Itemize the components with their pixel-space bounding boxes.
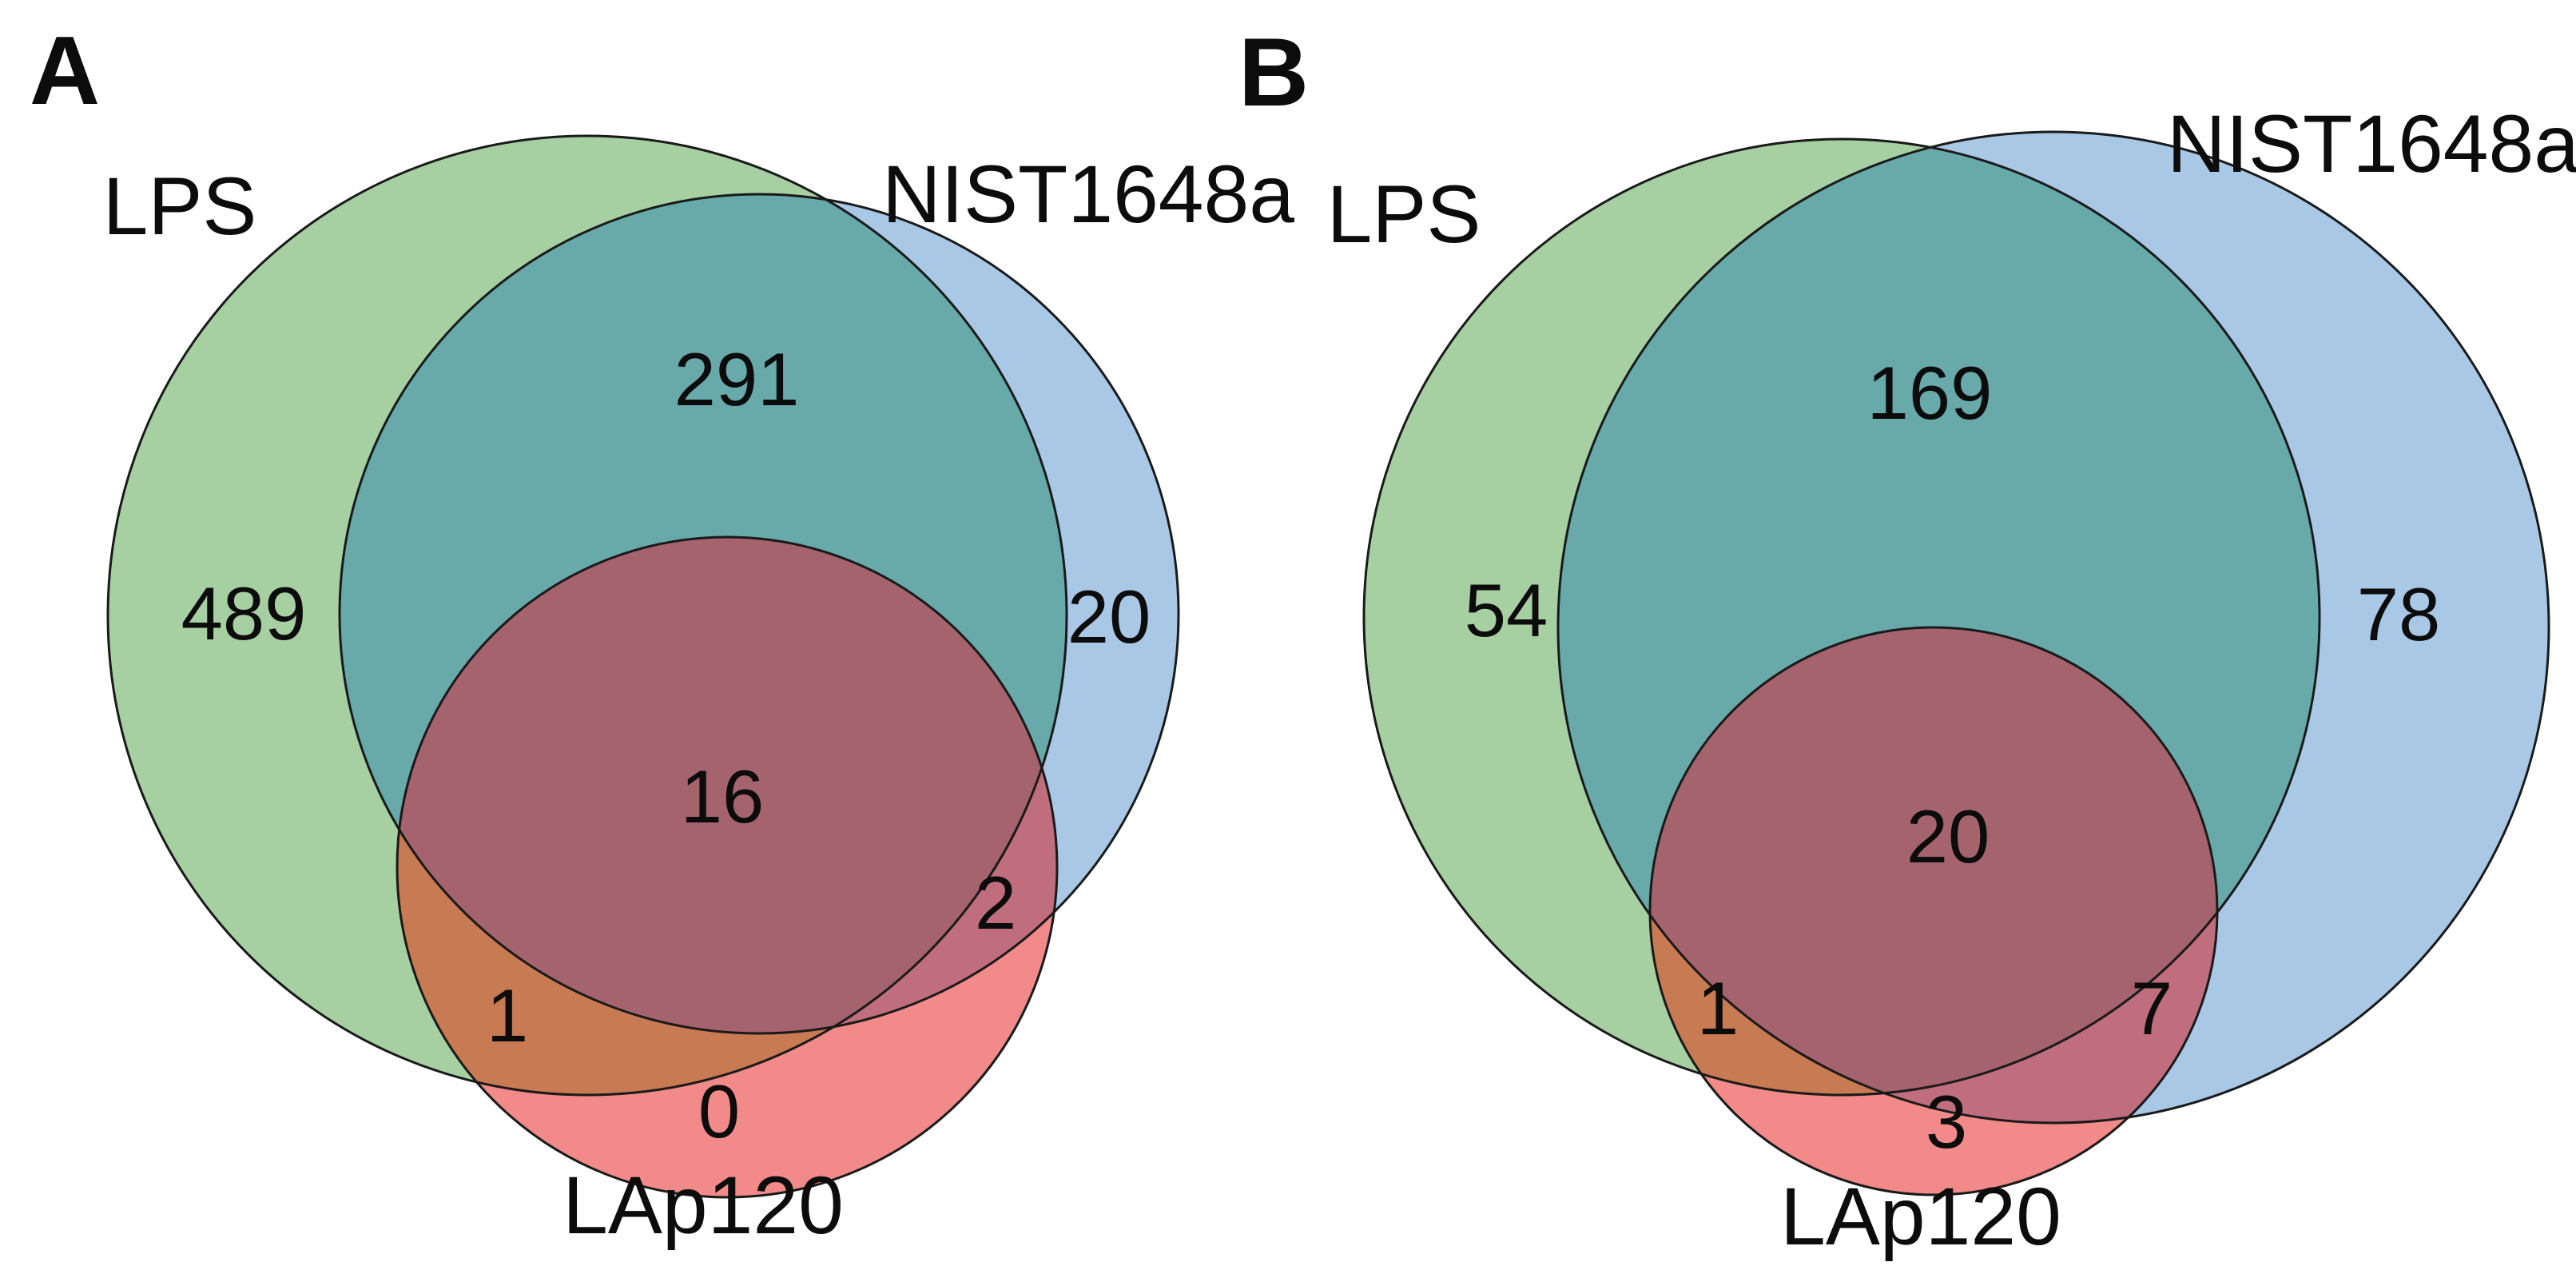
count-nist-only: 20 — [1067, 575, 1151, 659]
lap120-set-label: LAp120 — [563, 1160, 844, 1251]
count-lps-lap: 1 — [1697, 966, 1739, 1050]
venn-panel-a: A LPS NIST1648a LAp120 489 291 20 16 2 1… — [30, 16, 1294, 1251]
lps-set-label: LPS — [1327, 169, 1481, 260]
count-lap-only: 0 — [698, 1069, 740, 1153]
nist-set-label: NIST1648a — [2167, 98, 2576, 189]
count-triple: 16 — [681, 754, 765, 838]
lps-circle-outline — [1362, 137, 2321, 1097]
count-nist-lap: 2 — [975, 861, 1016, 945]
lps-circle-outline — [106, 134, 1068, 1097]
lap120-set-label: LAp120 — [1780, 1171, 2061, 1262]
count-lps-lap: 1 — [487, 973, 528, 1057]
count-lap-only: 3 — [1926, 1080, 1967, 1164]
panel-letter: A — [30, 16, 100, 125]
count-nist-lap: 7 — [2131, 966, 2173, 1050]
lap120-circle-outline — [396, 535, 1059, 1199]
nist-set-label: NIST1648a — [882, 149, 1294, 240]
count-lps-nist: 169 — [1867, 351, 1993, 435]
count-lps-only: 489 — [181, 571, 307, 655]
circle-outlines — [1362, 130, 2550, 1196]
circle-outlines — [106, 134, 1180, 1199]
lap120-circle-outline — [1648, 626, 2219, 1196]
count-triple: 20 — [1906, 794, 1990, 878]
count-lps-only: 54 — [1465, 568, 1548, 652]
lps-set-label: LPS — [103, 161, 257, 252]
panel-letter: B — [1238, 18, 1309, 126]
count-lps-nist: 291 — [674, 337, 800, 421]
nist-circle-outline — [338, 193, 1180, 1035]
venn-panel-b: B LPS NIST1648a LAp120 54 169 78 20 7 1 … — [1238, 18, 2576, 1262]
nist-circle-outline — [1556, 130, 2550, 1125]
count-nist-only: 78 — [2357, 572, 2441, 656]
